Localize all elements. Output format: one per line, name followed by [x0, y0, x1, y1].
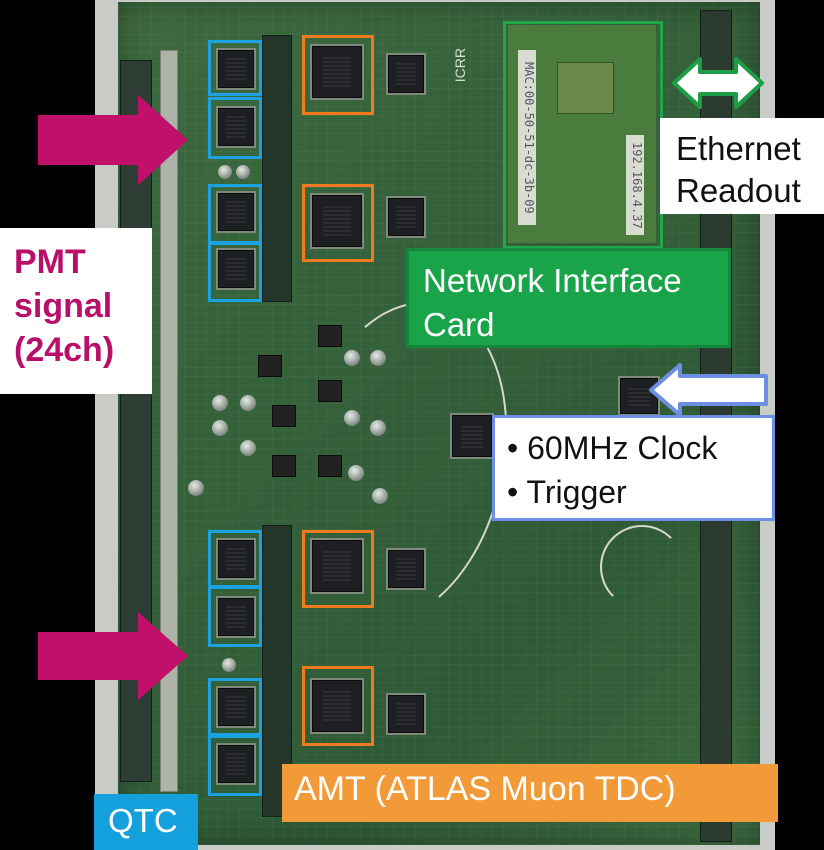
companion-chip: [388, 198, 424, 236]
companion-chip: [388, 55, 424, 93]
capacitor: [240, 440, 256, 456]
pmt-label-box: [0, 228, 152, 394]
nic-chip: [557, 62, 614, 114]
small-ic: [318, 325, 342, 347]
capacitor: [212, 395, 228, 411]
capacitor: [222, 658, 236, 672]
qtc-box: [208, 40, 262, 96]
arrow-shape: [38, 612, 188, 700]
amt-chip: [312, 195, 362, 247]
capacitor: [348, 465, 364, 481]
pmt-input-arrow-bottom: [38, 612, 188, 700]
clock-item: • 60MHz Clock: [507, 430, 718, 466]
capacitor: [370, 420, 386, 436]
arrow-shape: [672, 57, 764, 109]
qtc-box: [208, 242, 262, 302]
nic-label-line1: Network Interface: [423, 262, 682, 299]
clock-trigger-label: • 60MHz Clock • Trigger: [492, 415, 775, 521]
clock-input-arrow: [649, 363, 768, 417]
small-ic: [272, 405, 296, 427]
qtc-box: [208, 735, 262, 796]
capacitor: [344, 410, 360, 426]
companion-chip: [388, 695, 424, 733]
amt-chip: [312, 680, 362, 732]
small-ic: [318, 455, 342, 477]
qtc-chip: [218, 598, 254, 636]
companion-chip: [388, 550, 424, 588]
amt-box: [302, 666, 374, 746]
arrow-shape: [649, 363, 768, 417]
capacitor: [236, 165, 250, 179]
small-ic: [318, 380, 342, 402]
pmt-label-line3: (24ch): [14, 331, 115, 369]
pmt-label: PMT signal (24ch): [14, 240, 114, 372]
small-ic: [258, 355, 282, 377]
capacitor: [212, 420, 228, 436]
ethernet-label: Ethernet Readout: [676, 128, 801, 212]
amt-label: AMT (ATLAS Muon TDC): [282, 764, 778, 822]
qtc-chip: [218, 745, 254, 783]
icrr-board-text: ICRR: [452, 48, 468, 83]
qtc-box: [208, 97, 262, 159]
ethernet-label-line1: Ethernet: [676, 130, 801, 167]
capacitor: [344, 350, 360, 366]
ethernet-double-arrow: [672, 57, 764, 109]
capacitor: [240, 395, 256, 411]
coax-cable: [600, 525, 684, 609]
capacitor: [372, 488, 388, 504]
amt-box: [302, 35, 374, 115]
fpga-chip: [452, 415, 492, 457]
nic-ip-sticker: 192.168.4.37: [626, 135, 644, 235]
amt-box: [302, 184, 374, 262]
ethernet-label-line2: Readout: [676, 172, 801, 209]
amt-chip: [312, 540, 362, 592]
qtc-chip: [218, 250, 254, 288]
qtc-box: [208, 678, 262, 736]
header-bar-top: [262, 35, 292, 302]
arrow-shape: [38, 95, 188, 185]
ethernet-label-box: [660, 118, 824, 214]
amt-box: [302, 530, 374, 608]
nic-outline-box: [503, 21, 663, 249]
qtc-chip: [218, 193, 254, 231]
pmt-input-arrow-top: [38, 95, 188, 185]
front-panel-connector: [160, 50, 178, 792]
small-ic: [272, 455, 296, 477]
qtc-chip: [218, 50, 254, 88]
qtc-box: [208, 184, 262, 244]
amt-chip: [312, 46, 362, 98]
qtc-chip: [218, 540, 254, 578]
qtc-box: [208, 586, 262, 647]
pmt-label-line1: PMT: [14, 243, 86, 281]
clock-chip: [620, 378, 658, 414]
nic-mac-sticker: MAC:00-50-51-dc-3b-09: [518, 50, 536, 225]
qtc-box: [208, 530, 262, 588]
trigger-item: • Trigger: [507, 474, 627, 510]
capacitor: [218, 165, 232, 179]
capacitor: [188, 480, 204, 496]
qtc-chip: [218, 688, 254, 726]
pmt-label-line2: signal: [14, 287, 113, 325]
network-interface-card: MAC:00-50-51-dc-3b-09 192.168.4.37: [508, 25, 656, 243]
nic-label: Network Interface Card: [406, 248, 731, 348]
qtc-chip: [218, 108, 254, 146]
qtc-label: QTC: [94, 794, 198, 850]
capacitor: [370, 350, 386, 366]
nic-label-line2: Card: [423, 306, 495, 343]
